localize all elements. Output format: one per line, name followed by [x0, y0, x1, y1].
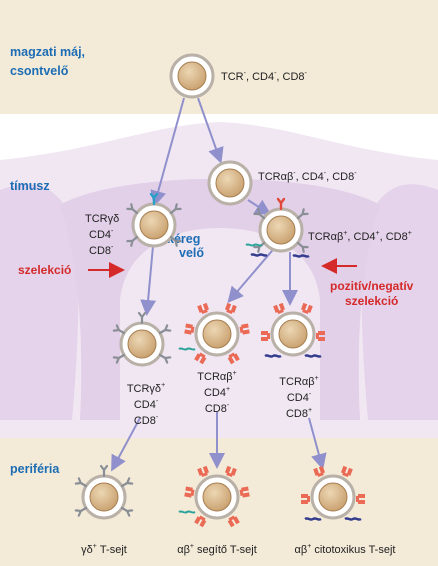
gd-precursor-label: TCRγδ CD4- CD8-	[85, 213, 119, 257]
medulla-label: velő	[179, 246, 204, 260]
fetal-label: magzati máj,	[10, 45, 85, 59]
svg-text:CD8-: CD8-	[89, 244, 114, 257]
svg-text:CD8-: CD8-	[134, 414, 159, 427]
tcrab-negative-label: TCRαβ-, CD4-, CD8-	[258, 170, 357, 183]
selection-label-left: szelekció	[18, 263, 71, 277]
fetal-label-2: csontvelő	[10, 64, 69, 78]
cd4-mature-label: TCRαβ+ CD4+ CD8-	[197, 370, 236, 415]
gd-t-cell-label: γδ+ T-sejt	[81, 543, 127, 556]
double-positive-label: TCRαβ+, CD4+, CD8+	[308, 230, 412, 243]
selection-label-right-1: pozitív/negatív	[330, 279, 414, 293]
gd-mature-label: TCRγδ+ CD4- CD8-	[127, 382, 165, 427]
svg-text:CD4+: CD4+	[204, 386, 230, 399]
lineage-arrows	[111, 97, 327, 472]
thymus-lobe-right	[361, 184, 438, 420]
fetal-band	[0, 0, 438, 114]
thymus-label: tímusz	[10, 179, 50, 193]
stem-cell	[169, 53, 215, 99]
svg-text:TCRγδ+: TCRγδ+	[127, 382, 165, 395]
cd8-mature-label: TCRαβ+ CD4- CD8+	[279, 375, 318, 420]
stem-label: TCR-, CD4-, CD8-	[221, 70, 308, 83]
svg-text:TCRγδ: TCRγδ	[85, 213, 119, 225]
tcrab-negative-cell	[207, 160, 253, 206]
svg-text:CD4-: CD4-	[134, 398, 159, 411]
selection-label-right-2: szelekció	[345, 294, 398, 308]
svg-text:TCRαβ+: TCRαβ+	[279, 375, 318, 388]
svg-text:CD4-: CD4-	[287, 391, 312, 404]
thymus-lobe-left	[0, 184, 79, 420]
helper-t-cell-label: αβ+ segítő T-sejt	[177, 543, 257, 556]
periphery-label: periféria	[10, 462, 60, 476]
svg-text:TCRαβ+: TCRαβ+	[197, 370, 236, 383]
svg-text:CD8+: CD8+	[286, 407, 312, 420]
cytotoxic-t-cell-label: αβ+ citotoxikus T-sejt	[295, 543, 396, 556]
svg-text:CD8-: CD8-	[205, 402, 230, 415]
svg-text:CD4-: CD4-	[89, 228, 114, 241]
